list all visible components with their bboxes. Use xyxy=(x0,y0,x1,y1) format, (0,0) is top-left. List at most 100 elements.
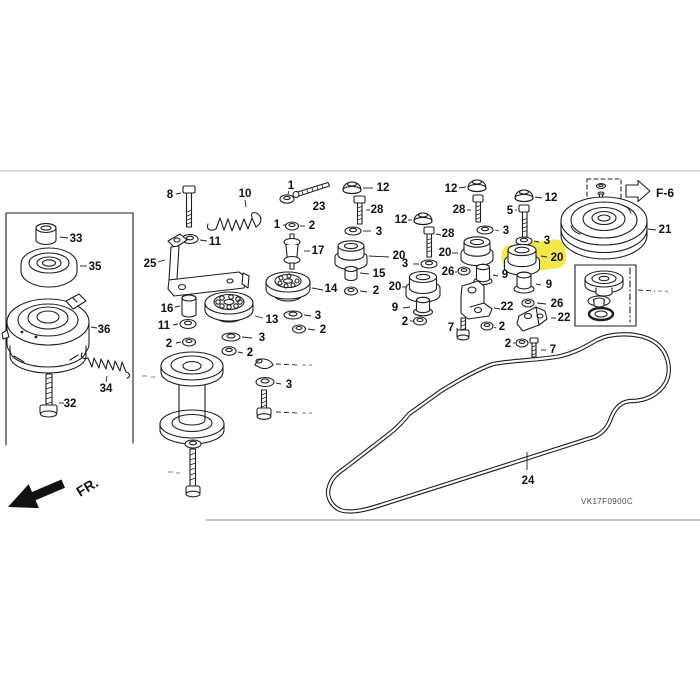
callout-25[interactable]: 25 xyxy=(144,258,157,270)
part-36-clutch xyxy=(1,293,90,374)
callout-1[interactable]: 1 xyxy=(288,180,295,192)
callout-10[interactable]: 10 xyxy=(239,188,252,200)
callout-12a[interactable]: 12 xyxy=(377,182,390,194)
callout-2c[interactable]: 2 xyxy=(166,338,172,350)
callout-7-left[interactable]: 7 xyxy=(448,322,454,334)
callout-36[interactable]: 36 xyxy=(98,324,111,336)
callout-20d-highlighted[interactable]: 20 xyxy=(551,252,564,264)
fr-direction-arrow xyxy=(8,479,65,509)
washer-below-pulley xyxy=(184,439,202,449)
cap-nut-12c xyxy=(467,179,487,193)
callout-2b[interactable]: 2 xyxy=(402,316,408,328)
callout-14[interactable]: 14 xyxy=(325,283,338,295)
callout-8[interactable]: 8 xyxy=(167,189,174,201)
callout-21[interactable]: 21 xyxy=(659,224,672,236)
diagram-code: VK17F0900C xyxy=(581,497,633,506)
part-14-pulley xyxy=(265,271,311,302)
callout-2-14[interactable]: 2 xyxy=(320,324,326,336)
callout-28c[interactable]: 28 xyxy=(453,204,466,216)
part-33-bushing xyxy=(35,222,57,246)
callout-26d[interactable]: 26 xyxy=(551,298,564,310)
callout-3c[interactable]: 3 xyxy=(503,225,509,237)
mount-20c xyxy=(460,236,494,267)
callout-labels: 33 35 36 34 32 8 10 11 25 16 11 2 13 3 2… xyxy=(64,180,672,487)
callout-20c[interactable]: 20 xyxy=(439,247,452,259)
part-35-pulley xyxy=(20,247,78,288)
callout-16[interactable]: 16 xyxy=(161,303,174,315)
nut-26d xyxy=(521,298,535,308)
callout-32[interactable]: 32 xyxy=(64,398,77,410)
nut-2-under-14 xyxy=(291,324,307,334)
bolt-7-left xyxy=(456,317,470,341)
nut-2-right-of-bracket xyxy=(480,321,494,331)
callout-12c[interactable]: 12 xyxy=(445,183,458,195)
washer-3-under-14 xyxy=(283,310,303,320)
bolt-below-pulley xyxy=(185,448,201,498)
washer-3a xyxy=(344,226,362,236)
part-2c-nut xyxy=(181,337,197,347)
callout-24[interactable]: 24 xyxy=(522,475,535,487)
callout-3b[interactable]: 3 xyxy=(402,258,408,270)
nut-2-under-13 xyxy=(221,346,237,356)
part-16-collar xyxy=(181,294,197,318)
callout-3a[interactable]: 3 xyxy=(376,226,382,238)
part-21-pulley xyxy=(560,196,648,260)
reference-arrow-f6[interactable] xyxy=(625,179,651,203)
callout-12b[interactable]: 12 xyxy=(395,214,408,226)
callout-2-bracket[interactable]: 2 xyxy=(499,321,505,333)
callout-11[interactable]: 11 xyxy=(209,236,222,248)
callout-34[interactable]: 34 xyxy=(100,383,113,395)
callout-1b[interactable]: 1 xyxy=(274,219,281,231)
washer-3d xyxy=(515,236,533,246)
callout-3-13[interactable]: 3 xyxy=(259,332,265,344)
mount-20a xyxy=(334,240,368,271)
callout-9d[interactable]: 9 xyxy=(546,279,552,291)
callout-22d[interactable]: 22 xyxy=(558,312,571,324)
callout-22-large[interactable]: 22 xyxy=(501,301,514,313)
callout-2-13[interactable]: 2 xyxy=(247,347,253,359)
reference-label-f6[interactable]: F-6 xyxy=(656,186,674,200)
part-8-bolt xyxy=(182,185,196,228)
inset-box xyxy=(574,264,637,327)
callout-12d[interactable]: 12 xyxy=(545,192,558,204)
washer-3b xyxy=(420,259,438,269)
bolt-7-right xyxy=(529,337,539,358)
nut-2d xyxy=(515,338,529,348)
bolt-28b xyxy=(423,226,435,258)
idler-pulley-large xyxy=(159,351,225,445)
callout-11b[interactable]: 11 xyxy=(158,320,171,332)
part-23-bolt xyxy=(292,181,331,199)
callout-17[interactable]: 17 xyxy=(312,245,325,257)
bracket-22-large xyxy=(460,280,493,320)
fr-label: FR. xyxy=(73,474,101,499)
callout-28b[interactable]: 28 xyxy=(442,228,455,240)
callout-3-mid[interactable]: 3 xyxy=(286,379,292,391)
callout-26c[interactable]: 26 xyxy=(442,266,455,278)
callout-9c[interactable]: 9 xyxy=(502,269,508,281)
callout-2d[interactable]: 2 xyxy=(505,338,511,350)
callout-3d[interactable]: 3 xyxy=(544,235,550,247)
clip-hardware xyxy=(254,358,274,370)
callout-5[interactable]: 5 xyxy=(507,205,514,217)
callout-20b[interactable]: 20 xyxy=(389,281,402,293)
part-32-bolt xyxy=(39,373,58,418)
callout-9b[interactable]: 9 xyxy=(392,302,398,314)
callout-33[interactable]: 33 xyxy=(70,233,83,245)
part-10-spring xyxy=(206,212,262,232)
part-24-belt xyxy=(325,332,671,514)
callout-35[interactable]: 35 xyxy=(89,261,102,273)
callout-3-14[interactable]: 3 xyxy=(315,310,321,322)
callout-28a[interactable]: 28 xyxy=(371,204,384,216)
nut-2a xyxy=(343,286,359,296)
callout-7-right[interactable]: 7 xyxy=(550,344,556,356)
mount-20d-highlighted xyxy=(503,243,541,276)
callout-15[interactable]: 15 xyxy=(373,268,386,280)
bushing-9d xyxy=(513,271,535,294)
callout-2a[interactable]: 2 xyxy=(373,285,379,297)
callout-23[interactable]: 23 xyxy=(313,201,326,213)
callout-20a[interactable]: 20 xyxy=(393,250,406,262)
callout-13[interactable]: 13 xyxy=(266,314,279,326)
callout-2-pair[interactable]: 2 xyxy=(309,220,315,232)
part-17-roller xyxy=(283,233,301,270)
